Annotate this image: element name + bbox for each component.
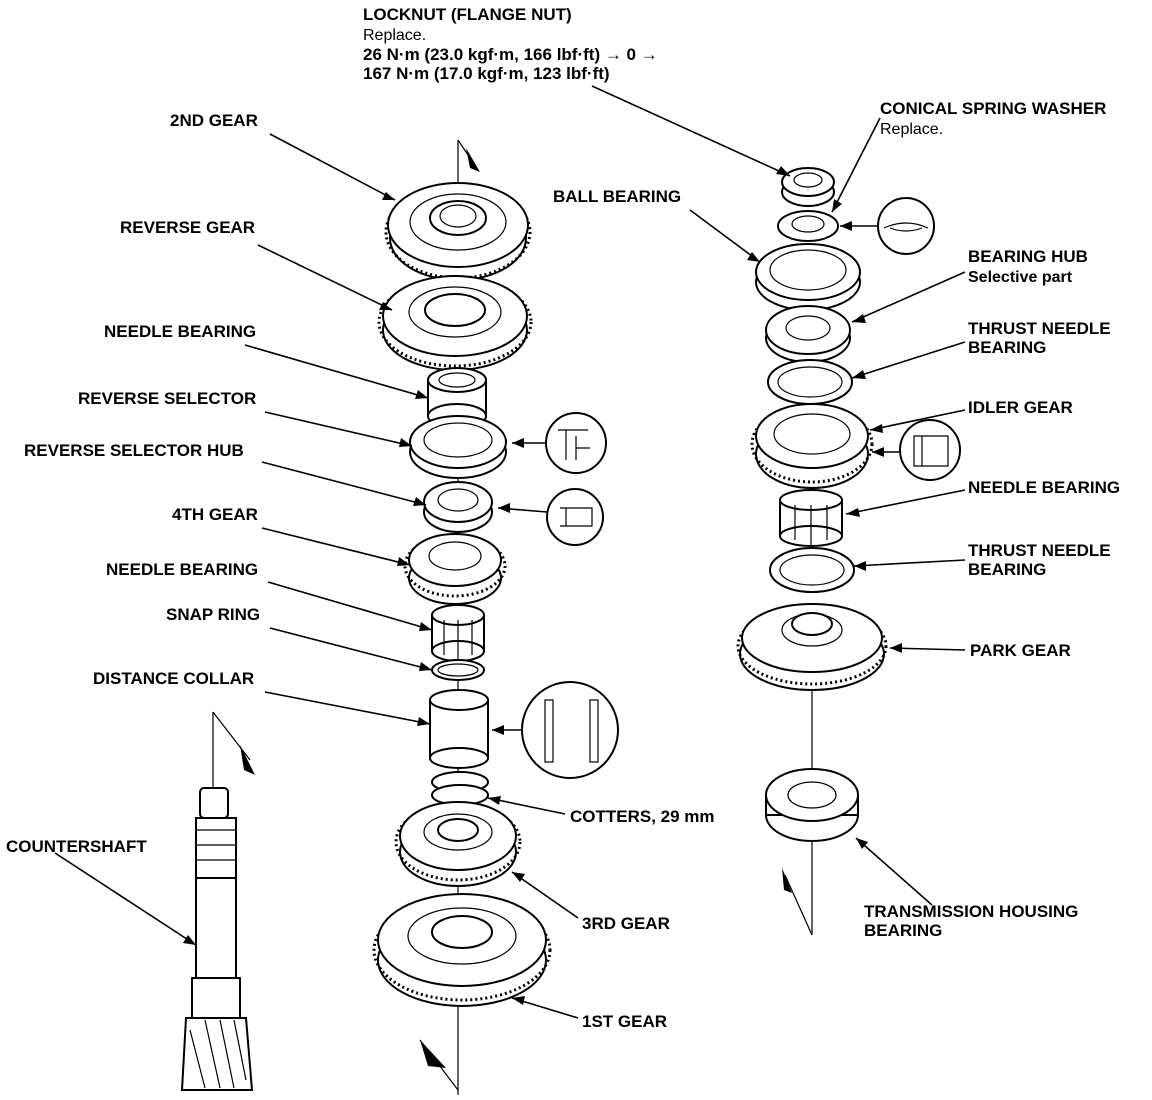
label-reverse-selector: REVERSE SELECTOR: [78, 389, 256, 408]
label-transmission-housing-a: TRANSMISSION HOUSING: [864, 902, 1078, 921]
text-labels: LOCKNUT (FLANGE NUT) Replace. 26 N·m (23…: [6, 5, 1120, 1031]
idler-gear-part: [750, 403, 874, 489]
label-fourth-gear: 4TH GEAR: [172, 505, 258, 524]
label-ball-bearing: BALL BEARING: [553, 187, 681, 206]
label-cotters: COTTERS, 29 mm: [570, 807, 715, 826]
label-countershaft: COUNTERSHAFT: [6, 837, 147, 856]
third-gear-part: [394, 801, 522, 887]
label-thrust-needle-bearing-2b: BEARING: [968, 560, 1046, 579]
label-thrust-needle-bearing-2a: THRUST NEEDLE: [968, 541, 1111, 560]
reverse-selector-detail: [512, 412, 607, 474]
locknut-part: [781, 167, 835, 207]
leader-lines: [54, 85, 966, 1019]
label-locknut-torque-1: 26 N·m (23.0 kgf·m, 166 lbf·ft) → 0 →: [363, 45, 658, 64]
needle-bearing-3-part: [779, 489, 843, 547]
label-bearing-hub-note: Selective part: [968, 269, 1073, 286]
second-gear-part: [384, 182, 532, 281]
thrust-needle-bearing-2-part: [769, 547, 855, 593]
conical-spring-washer-part: [777, 210, 839, 242]
distance-collar-part: [429, 689, 489, 769]
label-bearing-hub: BEARING HUB: [968, 247, 1088, 266]
label-locknut: LOCKNUT (FLANGE NUT): [363, 5, 572, 24]
bearing-hub-part: [765, 305, 851, 363]
label-thrust-needle-bearing-1b: BEARING: [968, 338, 1046, 357]
reverse-gear-part: [377, 275, 533, 371]
label-needle-bearing-3: NEEDLE BEARING: [968, 478, 1120, 497]
label-idler-gear: IDLER GEAR: [968, 398, 1073, 417]
label-needle-bearing-2: NEEDLE BEARING: [106, 560, 258, 579]
label-park-gear: PARK GEAR: [970, 641, 1071, 660]
reverse-selector-part: [409, 415, 507, 479]
distance-collar-detail: [492, 681, 619, 779]
label-needle-bearing-1: NEEDLE BEARING: [104, 322, 256, 341]
label-distance-collar: DISTANCE COLLAR: [93, 669, 254, 688]
fourth-gear-part: [403, 533, 507, 605]
label-conical-spring-washer: CONICAL SPRING WASHER: [880, 99, 1106, 118]
label-locknut-note: Replace.: [363, 27, 426, 44]
label-locknut-torque-2: 167 N·m (17.0 kgf·m, 123 lbf·ft): [363, 64, 610, 83]
label-reverse-selector-hub: REVERSE SELECTOR HUB: [24, 441, 244, 460]
countershaft-part: [180, 711, 255, 1091]
right-axis: [782, 680, 813, 936]
label-second-gear: 2ND GEAR: [170, 111, 258, 130]
needle-bearing-2-part: [431, 604, 485, 662]
cotters-part: [431, 771, 489, 806]
label-third-gear: 3RD GEAR: [582, 914, 670, 933]
reverse-selector-hub-part: [423, 481, 493, 533]
label-reverse-gear: REVERSE GEAR: [120, 218, 255, 237]
label-transmission-housing-b: BEARING: [864, 921, 942, 940]
first-gear-part: [372, 893, 552, 1007]
conical-washer-detail: [840, 197, 935, 255]
label-conical-note: Replace.: [880, 121, 943, 138]
ball-bearing-part: [755, 243, 861, 311]
label-first-gear: 1ST GEAR: [582, 1012, 667, 1031]
label-snap-ring: SNAP RING: [166, 605, 260, 624]
park-gear-part: [736, 603, 888, 691]
label-thrust-needle-bearing-1a: THRUST NEEDLE: [968, 319, 1111, 338]
transmission-housing-bearing-part: [765, 768, 859, 842]
thrust-needle-bearing-1-part: [767, 359, 853, 405]
reverse-selector-hub-detail: [497, 488, 604, 546]
snap-ring-part: [431, 659, 485, 681]
idler-gear-detail: [872, 419, 961, 481]
